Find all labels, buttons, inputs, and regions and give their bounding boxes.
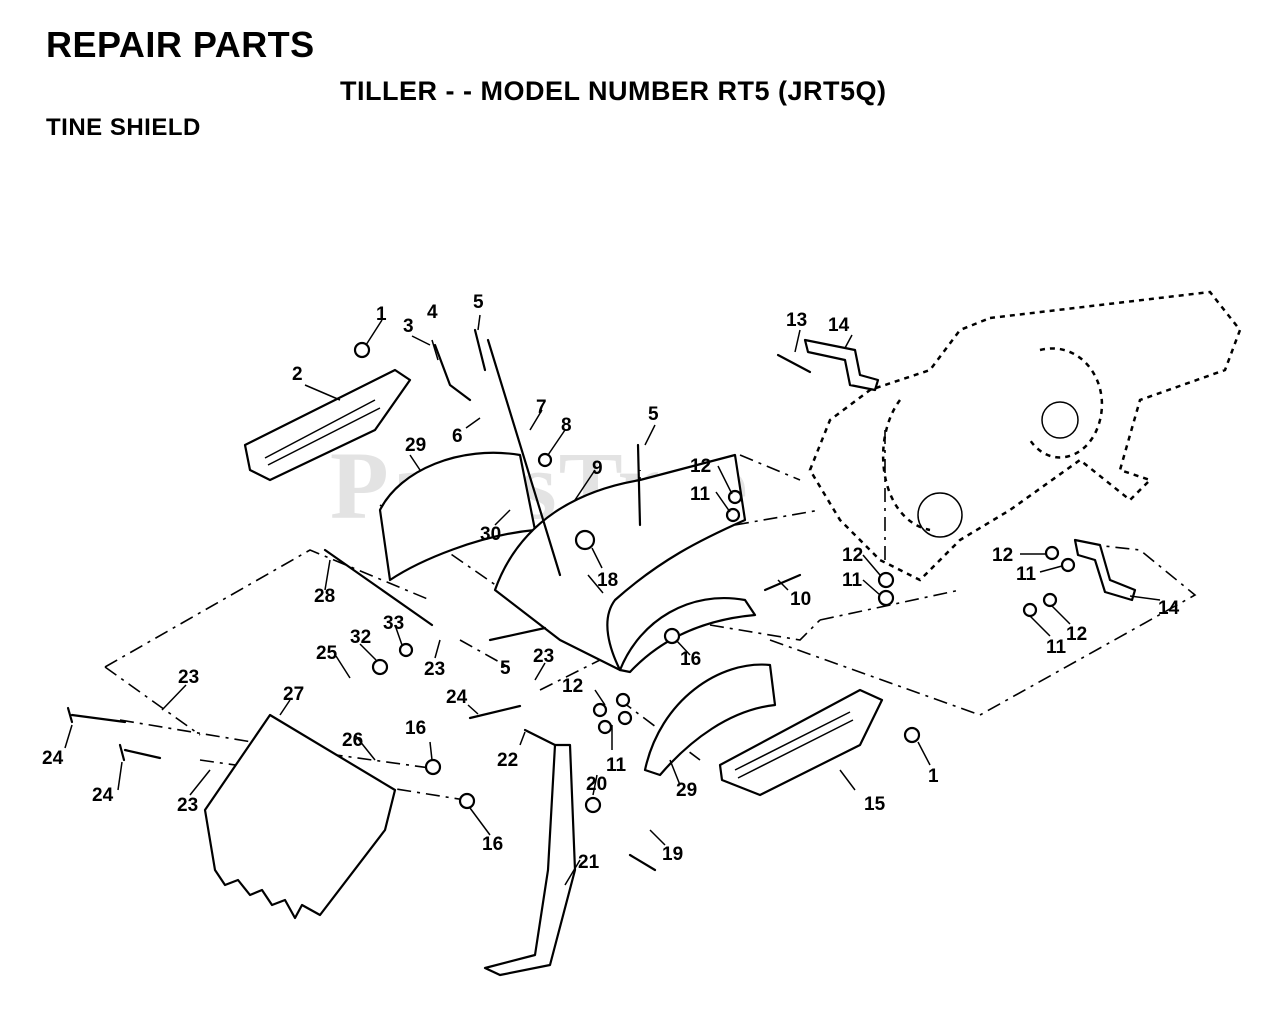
model-subtitle: TILLER - - MODEL NUMBER RT5 (JRT5Q) bbox=[340, 76, 887, 106]
callout-2: 2 bbox=[292, 364, 303, 385]
callout-23: 23 bbox=[178, 667, 199, 688]
callout-16: 16 bbox=[482, 834, 503, 855]
hinge-rod bbox=[323, 548, 434, 627]
callout-6: 6 bbox=[452, 426, 463, 447]
control-rod bbox=[486, 338, 562, 577]
callout-11: 11 bbox=[1046, 637, 1067, 658]
callout-1: 1 bbox=[376, 304, 387, 325]
callout-26: 26 bbox=[342, 730, 363, 751]
callout-30: 30 bbox=[480, 524, 501, 545]
callout-29: 29 bbox=[405, 435, 426, 456]
callout-21: 21 bbox=[578, 852, 600, 873]
bracket-14-right bbox=[1073, 538, 1137, 602]
callout-24: 24 bbox=[42, 748, 64, 769]
callout-1: 1 bbox=[928, 766, 939, 787]
tine-flap bbox=[203, 713, 397, 920]
callout-7: 7 bbox=[536, 397, 547, 418]
callout-23: 23 bbox=[424, 659, 445, 680]
callout-14: 14 bbox=[1158, 598, 1180, 619]
callout-24: 24 bbox=[92, 785, 114, 806]
callout-14: 14 bbox=[828, 315, 850, 336]
callout-33: 33 bbox=[383, 613, 404, 634]
callout-12: 12 bbox=[562, 676, 583, 697]
callout-13: 13 bbox=[786, 310, 807, 331]
depth-bar bbox=[483, 743, 577, 977]
callout-labels: 1 2 3 4 5 5 5 6 7 8 9 10 11 11 11 11 11 … bbox=[42, 292, 1180, 873]
callout-12: 12 bbox=[1066, 624, 1087, 645]
callout-8: 8 bbox=[561, 415, 572, 436]
callout-25: 25 bbox=[316, 643, 338, 664]
callout-11: 11 bbox=[1016, 564, 1037, 585]
callout-11: 11 bbox=[690, 484, 711, 505]
callout-27: 27 bbox=[283, 684, 304, 705]
callout-5: 5 bbox=[473, 292, 484, 313]
callout-4: 4 bbox=[427, 302, 438, 323]
callout-9: 9 bbox=[592, 458, 603, 479]
callout-28: 28 bbox=[314, 586, 335, 607]
main-tine-shield bbox=[493, 453, 747, 672]
callout-20: 20 bbox=[586, 774, 607, 795]
callout-24: 24 bbox=[446, 687, 468, 708]
section-title: TINE SHIELD bbox=[46, 114, 201, 141]
leader-lines bbox=[64, 314, 1161, 886]
callout-3: 3 bbox=[403, 316, 414, 337]
callout-32: 32 bbox=[350, 627, 371, 648]
callout-15: 15 bbox=[864, 794, 886, 815]
callout-12: 12 bbox=[842, 545, 863, 566]
tiller-body-outline bbox=[808, 290, 1242, 582]
callout-23: 23 bbox=[533, 646, 554, 667]
bolts bbox=[66, 328, 812, 872]
callout-29: 29 bbox=[676, 780, 697, 801]
callout-12: 12 bbox=[992, 545, 1013, 566]
bracket-14-upper bbox=[803, 338, 880, 392]
callout-23: 23 bbox=[177, 795, 198, 816]
callout-5: 5 bbox=[500, 658, 511, 679]
callout-12: 12 bbox=[690, 456, 711, 477]
hood-half-29-upper bbox=[378, 451, 537, 582]
callout-19: 19 bbox=[662, 844, 683, 865]
callout-18: 18 bbox=[597, 570, 618, 591]
callout-16: 16 bbox=[405, 718, 426, 739]
callout-11: 11 bbox=[842, 570, 863, 591]
fasteners bbox=[353, 341, 1076, 814]
callout-5: 5 bbox=[648, 404, 659, 425]
page-title: REPAIR PARTS bbox=[46, 24, 315, 65]
callout-22: 22 bbox=[497, 750, 518, 771]
callout-10: 10 bbox=[790, 589, 811, 610]
hood-half-29-lower bbox=[643, 663, 777, 777]
callout-16: 16 bbox=[680, 649, 701, 670]
callout-11: 11 bbox=[606, 755, 627, 776]
